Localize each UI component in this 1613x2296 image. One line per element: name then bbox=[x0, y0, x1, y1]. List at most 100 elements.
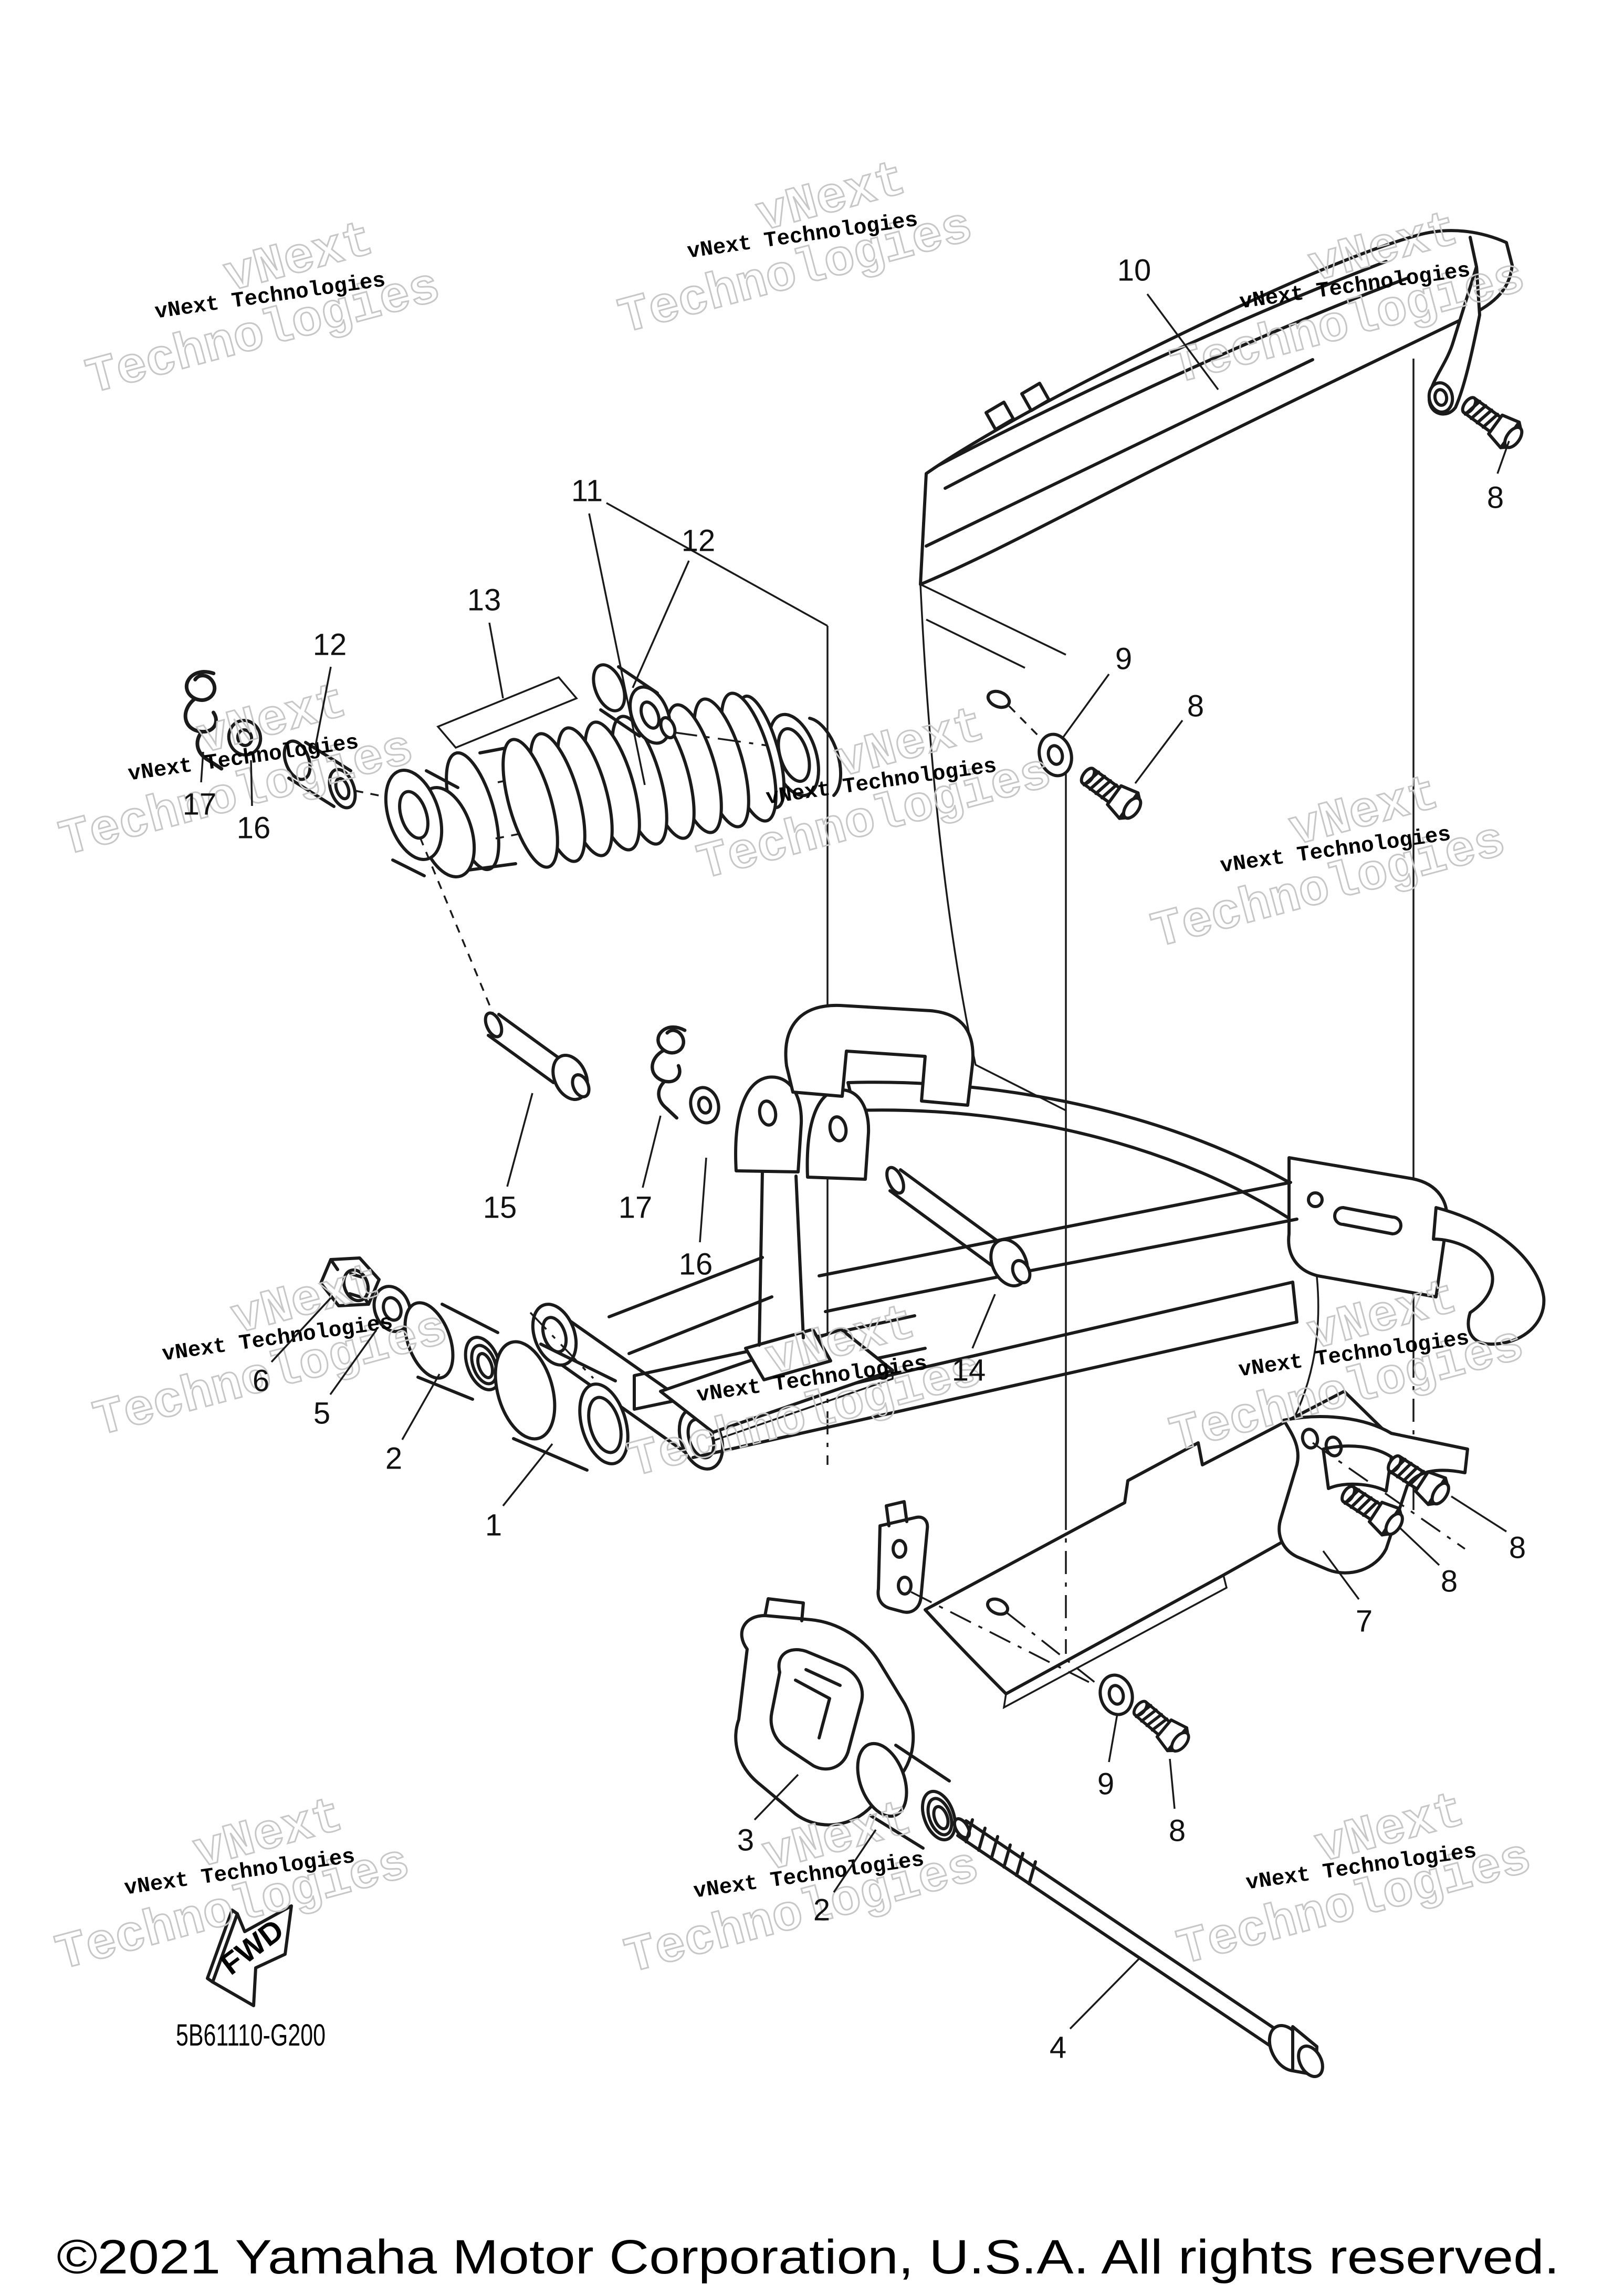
callout-17: 17 bbox=[619, 1115, 662, 1225]
callout-12: 12 bbox=[632, 524, 716, 688]
washer bbox=[689, 1086, 720, 1125]
callout-11: 11 bbox=[571, 474, 646, 785]
r-pin bbox=[649, 1026, 685, 1118]
shock-collar-lower bbox=[282, 739, 382, 810]
pivot-bolt-14 bbox=[885, 1166, 1032, 1287]
leader-line bbox=[1322, 1550, 1360, 1600]
leader-line bbox=[1398, 1526, 1440, 1566]
leader-line bbox=[1108, 1713, 1118, 1763]
leader-line bbox=[270, 1297, 332, 1363]
guard-fasteners-mid bbox=[1038, 732, 1147, 825]
leader-line bbox=[506, 1093, 533, 1187]
washer bbox=[372, 1285, 412, 1333]
callout-label: 8 bbox=[1509, 1531, 1526, 1565]
callout-8: 8 bbox=[1169, 1758, 1186, 1848]
leader-line bbox=[588, 513, 646, 785]
guard-mount-ear bbox=[1428, 265, 1481, 416]
callout-8: 8 bbox=[1487, 441, 1510, 515]
lower-chain-guard bbox=[924, 1390, 1421, 1710]
callout-label: 11 bbox=[571, 474, 603, 508]
callout-13: 13 bbox=[467, 583, 504, 699]
drawing-code: 5B61110-G200 bbox=[176, 2018, 326, 2052]
callout-label: 15 bbox=[483, 1191, 517, 1225]
callout-label: 12 bbox=[682, 524, 716, 558]
shock-absorber bbox=[181, 663, 843, 1102]
callout-label: 17 bbox=[619, 1191, 653, 1225]
leader-line bbox=[1069, 1957, 1140, 2030]
callout-4: 4 bbox=[1050, 1957, 1140, 2065]
callout-label: 2 bbox=[385, 1442, 402, 1476]
bushing bbox=[856, 1742, 957, 1850]
callout-label: 12 bbox=[313, 628, 347, 662]
pivot-hardware bbox=[319, 1256, 630, 1472]
collar bbox=[494, 1340, 630, 1472]
callout-5: 5 bbox=[313, 1329, 378, 1431]
shock-left-eye bbox=[384, 769, 476, 878]
callout-1: 1 bbox=[485, 1443, 553, 1543]
callout-16: 16 bbox=[679, 1157, 713, 1282]
leader-line bbox=[250, 760, 253, 806]
callout-label: 6 bbox=[253, 1364, 269, 1398]
nut bbox=[319, 1256, 381, 1307]
shock-bushing-upper bbox=[592, 663, 768, 747]
leader-line bbox=[488, 622, 504, 699]
rear-frame-and-plates bbox=[846, 1081, 1546, 1421]
leader-line bbox=[699, 1157, 707, 1243]
frame-shock-mount bbox=[784, 1003, 975, 1107]
guard-bolt bbox=[1456, 390, 1527, 454]
callout-label: 14 bbox=[952, 1354, 986, 1388]
leader-line bbox=[401, 1374, 441, 1440]
leader-line bbox=[971, 1294, 996, 1349]
chain-guide-bracket bbox=[1277, 1415, 1469, 1575]
damper-label bbox=[436, 676, 578, 749]
copyright-text: ©2021 Yamaha Motor Corporation, U.S.A. A… bbox=[57, 2230, 1559, 2284]
sprocket-guard bbox=[1432, 1206, 1546, 1346]
callout-2: 2 bbox=[385, 1374, 441, 1476]
chain-tensioner-group bbox=[734, 1597, 1324, 2078]
swingarm bbox=[529, 1003, 1298, 1686]
washer bbox=[1098, 1673, 1134, 1716]
callout-label: 4 bbox=[1050, 2031, 1066, 2065]
leader-line bbox=[314, 666, 332, 749]
clevis-hardware bbox=[649, 1026, 1032, 1287]
callout-label: 1 bbox=[485, 1508, 502, 1543]
callout-label: 9 bbox=[1115, 642, 1132, 676]
pivot-shaft-bolt bbox=[952, 1817, 1324, 2078]
leader-line bbox=[200, 751, 204, 783]
mount-axis bbox=[419, 837, 497, 1022]
leader-line bbox=[1061, 673, 1110, 740]
callout-label: 17 bbox=[183, 788, 217, 822]
callout-label: 3 bbox=[737, 1823, 754, 1858]
leader-line bbox=[1134, 719, 1183, 784]
callout-9: 9 bbox=[1061, 642, 1132, 740]
callout-8: 8 bbox=[1134, 689, 1204, 784]
washer bbox=[227, 719, 263, 757]
washer bbox=[1038, 732, 1073, 778]
callout-9: 9 bbox=[1097, 1713, 1118, 1801]
callout-3: 3 bbox=[737, 1774, 799, 1858]
leader-line bbox=[632, 560, 690, 688]
leader-line bbox=[1451, 1495, 1507, 1533]
guard-rear-panel bbox=[919, 583, 1066, 1112]
callout-label: 5 bbox=[313, 1397, 330, 1431]
callout-label: 2 bbox=[813, 1893, 830, 1927]
callout-label: 7 bbox=[1356, 1605, 1373, 1639]
callout-label: 8 bbox=[1441, 1565, 1458, 1599]
callout-14: 14 bbox=[952, 1294, 996, 1388]
callout-label: 13 bbox=[467, 583, 501, 617]
leader-line bbox=[642, 1115, 662, 1188]
callout-10: 10 bbox=[1117, 254, 1219, 391]
callout-17: 17 bbox=[183, 751, 217, 822]
leader-line bbox=[1146, 293, 1219, 391]
leader-line bbox=[502, 1443, 553, 1507]
callout-label: 10 bbox=[1117, 254, 1151, 288]
callout-15: 15 bbox=[483, 1093, 533, 1225]
callout-label: 16 bbox=[679, 1247, 713, 1282]
callout-6: 6 bbox=[253, 1297, 332, 1398]
shock-body bbox=[445, 744, 571, 872]
callout-label: 16 bbox=[237, 811, 271, 845]
callout-16: 16 bbox=[237, 760, 271, 845]
